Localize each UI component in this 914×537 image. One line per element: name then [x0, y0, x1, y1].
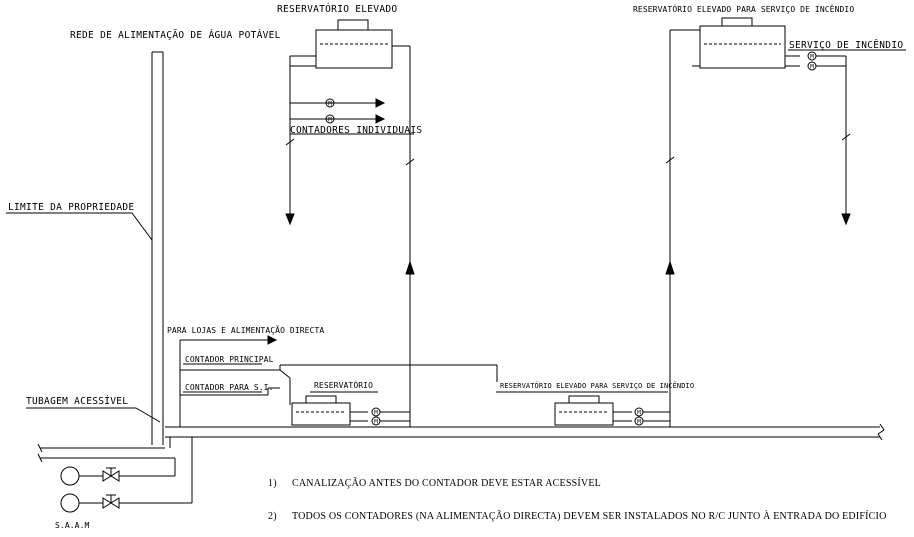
label-tubagem-acessivel: TUBAGEM ACESSÍVEL [26, 396, 129, 407]
contador-si-line [200, 387, 280, 396]
lojas-line [200, 335, 278, 345]
label-saam: S.A.A.M [55, 521, 90, 530]
label-reservatorio-elevado-si-bottom: RESERVATÓRIO ELEVADO PARA SERVIÇO DE INC… [500, 382, 695, 390]
label-rede: REDE DE ALIMENTAÇÃO DE ÁGUA POTÁVEL [70, 30, 281, 41]
saam-meters [60, 437, 193, 513]
note-2-text: TODOS OS CONTADORES (NA ALIMENTAÇÃO DIRE… [292, 511, 887, 522]
label-contador-principal: CONTADOR PRINCIPAL [185, 355, 274, 364]
meter-symbol: M [810, 54, 814, 61]
label-lojas: PARA LOJAS E ALIMENTAÇÃO DIRECTA [167, 326, 325, 335]
upper-reservoir-left [285, 19, 393, 226]
meter-symbol: M [637, 419, 641, 426]
label-servico-incendio: SERVIÇO DE INCÊNDIO [789, 40, 904, 51]
ground-reservoir-left [291, 395, 411, 427]
meter-symbol: M [810, 64, 814, 71]
ground-slab [165, 423, 885, 441]
contador-principal-line [200, 364, 498, 405]
riser-pipes [179, 339, 200, 427]
supply-main-pipe [37, 437, 175, 463]
ground-reservoir-right [554, 395, 671, 427]
label-contador-si: CONTADOR PARA S.I. [185, 383, 274, 392]
leader-lines [6, 49, 906, 423]
property-limit-wall [151, 51, 164, 445]
upper-reservoir-right [692, 17, 851, 226]
riser-left [392, 45, 415, 410]
meter-symbol: M [637, 410, 641, 417]
meter-symbol: M [328, 117, 332, 124]
note-1-number: 1) [268, 478, 277, 489]
meter-symbol: M [374, 410, 378, 417]
meter-symbol: M [328, 101, 332, 108]
label-reservatorio: RESERVATÓRIO [314, 381, 373, 390]
note-1-text: CANALIZAÇÃO ANTES DO CONTADOR DEVE ESTAR… [292, 478, 601, 489]
note-2-number: 2) [268, 511, 277, 522]
meter-symbol: M [374, 419, 378, 426]
individual-meters [296, 98, 386, 124]
label-limite-propriedade: LIMITE DA PROPRIEDADE [8, 202, 135, 213]
riser-right [665, 29, 700, 410]
label-reservatorio-elevado-si-top: RESERVATÓRIO ELEVADO PARA SERVIÇO DE INC… [633, 5, 855, 14]
label-reservatorio-elevado: RESERVATÓRIO ELEVADO [277, 4, 398, 15]
label-contadores-individuais: CONTADORES INDIVIDUAIS [290, 125, 423, 136]
